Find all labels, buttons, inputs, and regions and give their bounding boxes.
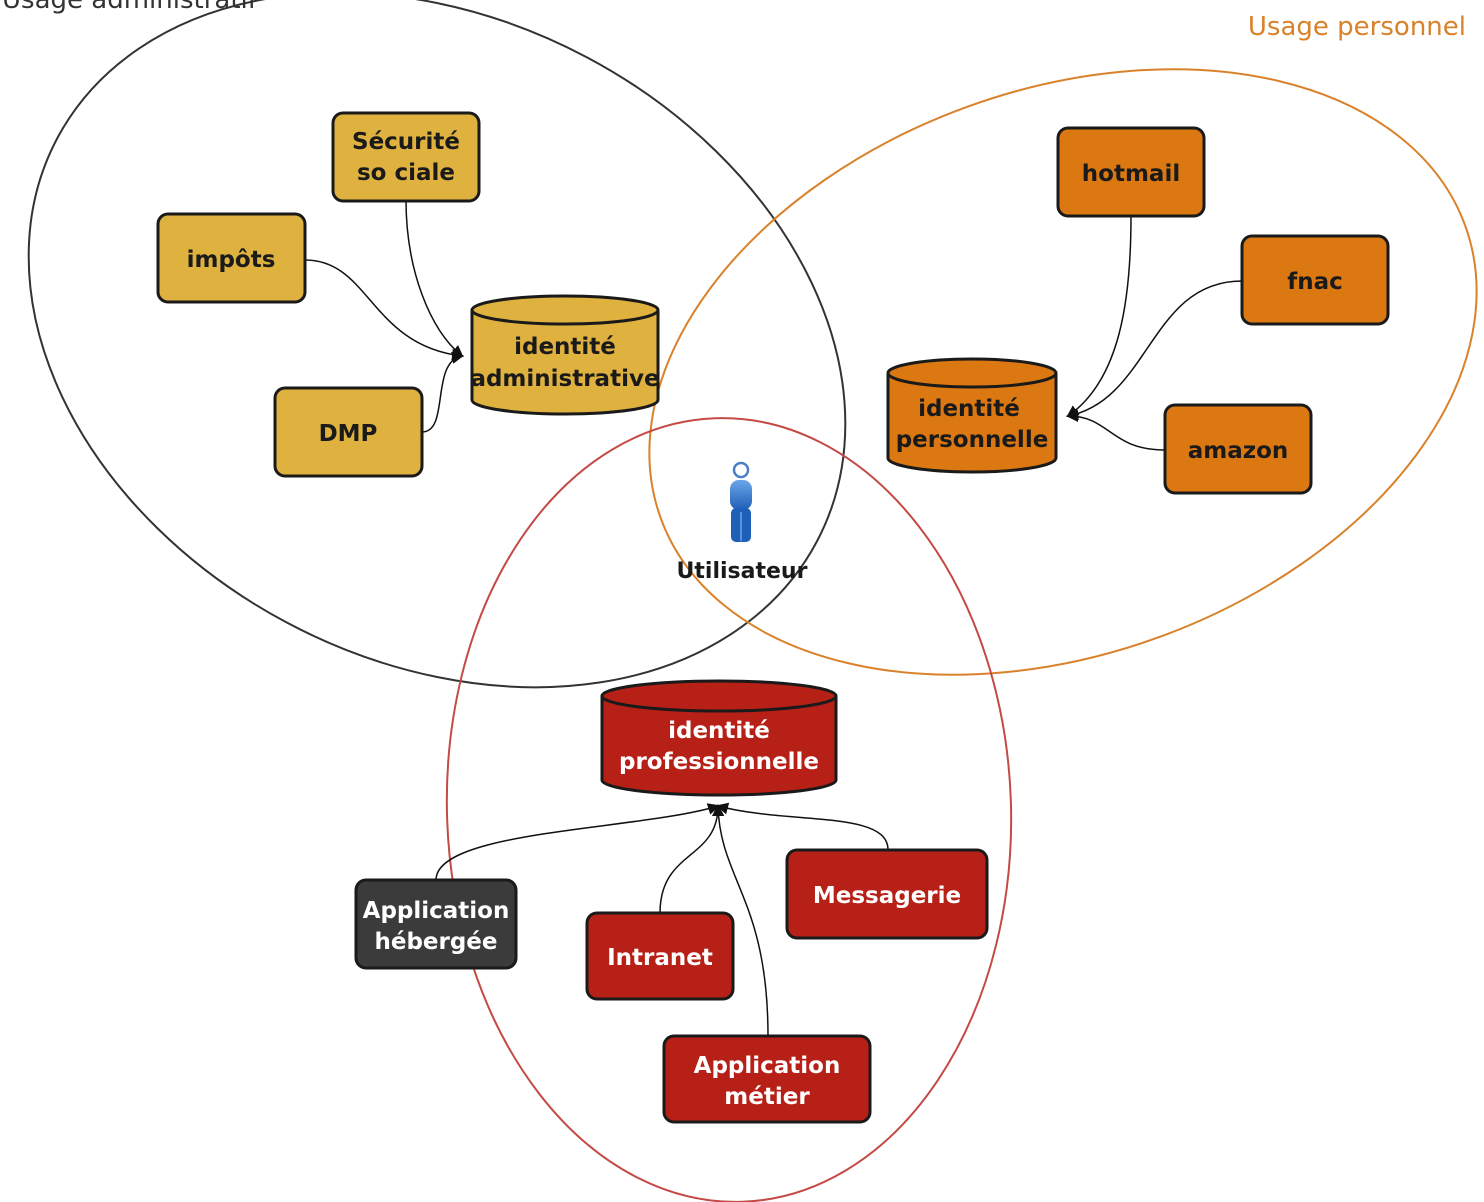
node-label-line: identité	[668, 718, 770, 744]
node-label-line: administrative	[470, 366, 659, 392]
node-application-metier[interactable]: Application métier	[662, 1034, 872, 1124]
node-label-line: identité	[918, 396, 1020, 422]
node-label-line: personnelle	[896, 427, 1049, 453]
connector-fnac	[1066, 280, 1243, 420]
connector-app-hebergee	[435, 803, 720, 881]
node-amazon[interactable]: amazon	[1163, 403, 1313, 495]
node-label-line: Messagerie	[813, 883, 961, 909]
user-icon	[730, 461, 752, 542]
node-label-line: métier	[724, 1084, 810, 1110]
connector-dmp	[421, 351, 464, 433]
connector-messagerie	[716, 802, 889, 851]
group-ellipse-administratif	[27, 0, 847, 689]
node-label-line: Application	[694, 1053, 841, 1079]
node-label-line: Intranet	[607, 945, 713, 971]
user-label: Utilisateur	[677, 559, 808, 584]
node-label-line: Application	[363, 898, 510, 924]
node-messagerie[interactable]: Messagerie	[785, 848, 989, 940]
db-identite-personnelle[interactable]: identité personnelle	[886, 357, 1058, 474]
node-intranet[interactable]: Intranet	[585, 911, 735, 1001]
node-label-line: hébergée	[374, 929, 497, 955]
connector-securite	[405, 199, 464, 358]
node-label-line: identité	[514, 334, 616, 360]
connector-app-metier	[712, 804, 769, 1037]
node-hotmail[interactable]: hotmail	[1056, 126, 1206, 218]
node-label-line: DMP	[319, 421, 378, 447]
node-impots[interactable]: impôts	[156, 212, 307, 304]
node-label-line: hotmail	[1082, 161, 1180, 187]
node-label-line: impôts	[187, 247, 276, 273]
node-securite-sociale[interactable]: Sécurité so ciale	[331, 111, 481, 203]
node-label-line: amazon	[1188, 438, 1289, 464]
node-label-line: so ciale	[357, 160, 455, 186]
group-ellipse-personnel	[648, 68, 1478, 676]
connector-hotmail	[1066, 215, 1132, 418]
node-application-hebergee[interactable]: Application hébergée	[354, 878, 518, 970]
connector-intranet	[659, 804, 724, 914]
node-label-line: fnac	[1287, 269, 1343, 295]
node-fnac[interactable]: fnac	[1240, 234, 1390, 326]
group-label-personnel: Usage personnel	[1248, 12, 1466, 42]
node-dmp[interactable]: DMP	[273, 386, 424, 478]
node-label-line: professionnelle	[619, 749, 819, 775]
group-label-administratif: Usage administratif	[2, 0, 258, 15]
db-identite-professionnelle[interactable]: identité professionnelle	[600, 679, 838, 797]
connector-amazon	[1066, 410, 1166, 451]
node-label-line: Sécurité	[352, 129, 460, 155]
db-identite-administrative[interactable]: identité administrative	[470, 294, 660, 416]
connector-impots	[304, 259, 464, 361]
